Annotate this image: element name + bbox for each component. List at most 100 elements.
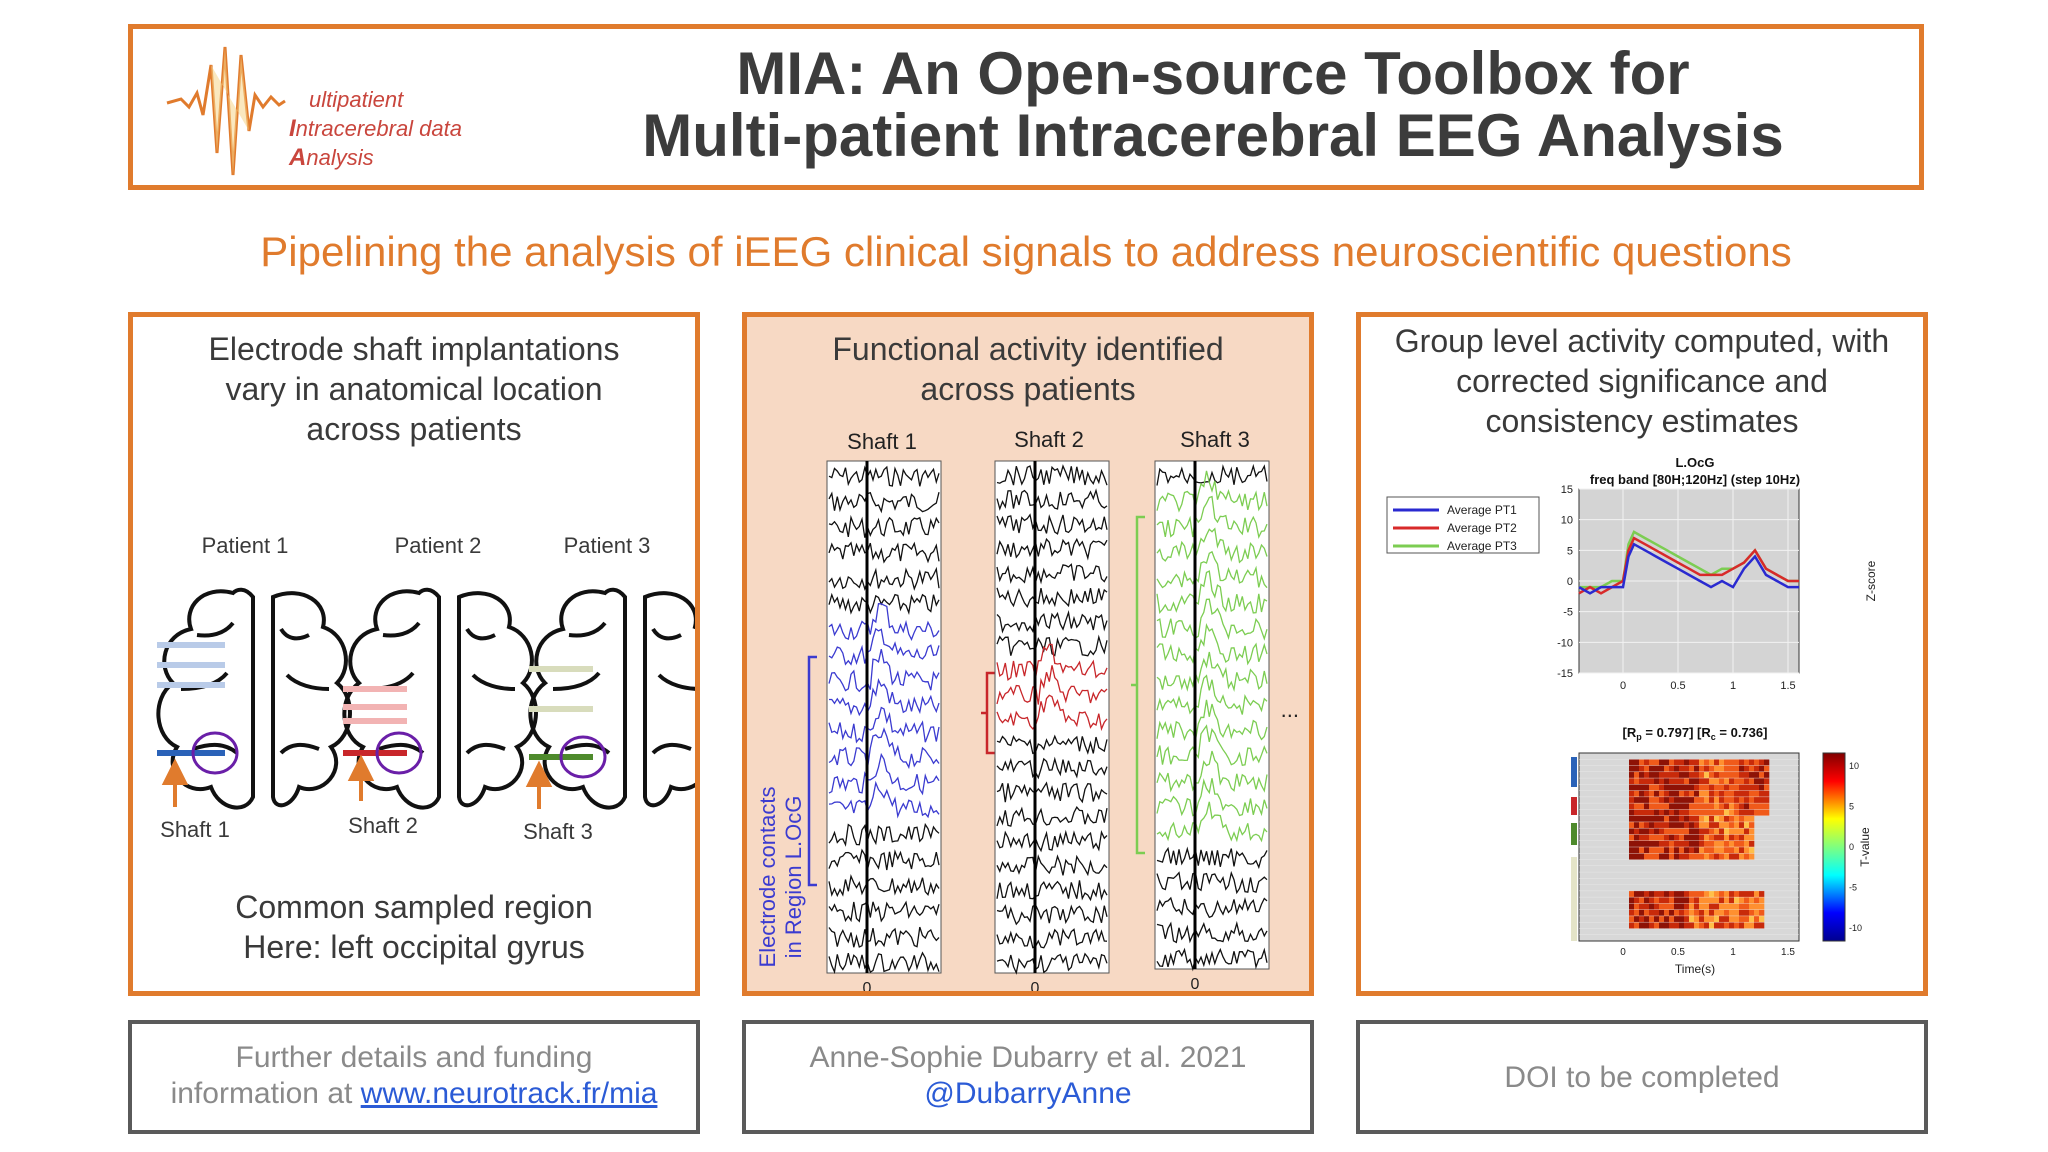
eeg-trace (996, 537, 1108, 561)
zero-tick: 0 (1191, 976, 1200, 991)
line-chart-title: L.OcG (1675, 455, 1714, 470)
eeg-trace (828, 627, 940, 666)
eeg-trace (996, 806, 1108, 827)
doi-placeholder: DOI to be completed (1504, 1061, 1780, 1094)
eeg-trace (828, 514, 940, 538)
eeg-trace (996, 587, 1108, 609)
y-tick-label: 10 (1561, 515, 1573, 527)
eeg-trace (828, 822, 940, 847)
x-tick-label: 1.5 (1780, 680, 1795, 692)
heatmap-title: [Rp = 0.797] [Rc = 0.736] (1623, 725, 1768, 742)
poster-title: MIA: An Open-source Toolbox for Multi-pa… (503, 43, 1923, 167)
colorbar-tick-label: 10 (1849, 761, 1859, 771)
twitter-handle[interactable]: @DubarryAnne (924, 1077, 1132, 1110)
eeg-trace (828, 752, 940, 796)
shaft-title: Shaft 3 (1180, 427, 1250, 452)
eeg-trace (828, 926, 940, 948)
caption-line: Common sampled region (235, 889, 593, 925)
footer-details-text: Further details and funding information … (132, 1040, 696, 1112)
zero-tick: 0 (1031, 980, 1040, 991)
eeg-trace (828, 566, 940, 591)
eeg-trace (1156, 724, 1268, 767)
footer-doi-box: DOI to be completed (1356, 1020, 1928, 1134)
logo-line-3: Analysis (289, 144, 374, 171)
eeg-trace (996, 952, 1108, 975)
x-tick-label: 1 (1730, 947, 1736, 958)
patient-color-strips (1571, 757, 1577, 941)
eeg-trace (996, 634, 1108, 657)
x-tick-label: 0.5 (1670, 680, 1685, 692)
eeg-trace-panels (826, 460, 1270, 975)
region-circles (191, 731, 607, 779)
eeg-shaft-panel (994, 460, 1110, 975)
heading-line: across patients (920, 371, 1136, 407)
title-line-2: Multi-patient Intracerebral EEG Analysis (642, 102, 1784, 169)
footer-line: information at www.neurotrack.fr/mia (170, 1077, 658, 1110)
panel-group-heading: Group level activity computed, with corr… (1361, 321, 1923, 441)
brain-implantation-figure: Patient 1 Patient 2 Patient 3 Shaft 1 Sh… (156, 533, 695, 844)
eeg-trace (1156, 870, 1268, 895)
eeg-trace (996, 854, 1108, 877)
eeg-trace (828, 951, 940, 975)
common-region-caption: Common sampled region Here: left occipit… (133, 887, 695, 967)
eeg-trace (1156, 674, 1268, 715)
y-tick-label: 15 (1561, 484, 1573, 496)
eeg-trace (828, 900, 940, 923)
waveform-logo-icon (166, 46, 286, 176)
group-figure: L.OcG freq band [80H;120Hz] (step 10Hz) … (1386, 455, 1878, 976)
website-link[interactable]: www.neurotrack.fr/mia (360, 1077, 658, 1110)
legend-entry: Average PT3 (1447, 539, 1517, 553)
eeg-trace (996, 610, 1108, 634)
eeg-trace (996, 464, 1108, 486)
shaft-title: Shaft 1 (847, 429, 917, 454)
eeg-trace (828, 541, 940, 564)
eeg-trace (1156, 623, 1268, 666)
eeg-trace (1156, 699, 1268, 742)
ylabel-line: in Region L.OcG (781, 796, 806, 959)
heading-line: Group level activity computed, with (1394, 323, 1890, 359)
eeg-trace (828, 780, 940, 819)
eeg-trace (828, 603, 940, 641)
author-citation: Anne-Sophie Dubarry et al. 2021 (809, 1041, 1247, 1074)
colorbar-tick-label: 0 (1849, 842, 1854, 852)
heading-line: corrected significance and (1456, 363, 1828, 399)
mia-logo: Multipatient Intracerebral data Analysis (159, 35, 489, 185)
line-chart-subtitle: freq band [80H;120Hz] (step 10Hz) (1590, 472, 1800, 487)
eeg-trace (1156, 570, 1268, 614)
heading-line: Electrode shaft implantations (208, 331, 620, 367)
shaft-title: Shaft 2 (1014, 427, 1084, 452)
eeg-trace (996, 781, 1108, 804)
eeg-trace (1156, 947, 1268, 972)
eeg-trace (828, 649, 940, 693)
eeg-trace (996, 488, 1108, 511)
shaft-label: Shaft 3 (523, 819, 593, 844)
header-banner: Multipatient Intracerebral data Analysis… (128, 24, 1924, 190)
eeg-trace (996, 829, 1108, 853)
eeg-trace (996, 903, 1108, 926)
x-tick-label: 1 (1730, 680, 1736, 692)
caption-line: Here: left occipital gyrus (243, 929, 585, 965)
eeg-trace (1156, 846, 1268, 870)
heading-line: Functional activity identified (832, 331, 1224, 367)
y-tick-label: -10 (1557, 637, 1573, 649)
eeg-trace (828, 873, 940, 898)
y-tick-label: -5 (1563, 607, 1573, 619)
eeg-trace (1156, 801, 1268, 843)
eeg-trace (829, 677, 940, 717)
colorbar-tick-label: 5 (1849, 802, 1854, 812)
eeg-trace (996, 734, 1108, 755)
logo-line-1: Multipatient (309, 87, 404, 112)
eeg-traces-figure: Shaft 1 Shaft 2 Shaft 3 0 0 0 ... Electr… (755, 427, 1299, 991)
eeg-trace (1156, 750, 1268, 793)
heatmap-plot-area (1578, 752, 1800, 942)
shaft-label: Shaft 2 (348, 813, 418, 838)
patient-label: Patient 2 (395, 533, 482, 558)
region-brackets (807, 515, 1145, 887)
legend-entry: Average PT2 (1447, 521, 1517, 535)
eeg-trace (996, 513, 1108, 535)
eeg-trace (1156, 470, 1268, 513)
y-tick-label: -15 (1557, 668, 1573, 680)
panel-functional-heading: Functional activity identified across pa… (747, 329, 1309, 409)
eeg-trace (1156, 598, 1268, 641)
brain-icon (342, 587, 538, 810)
